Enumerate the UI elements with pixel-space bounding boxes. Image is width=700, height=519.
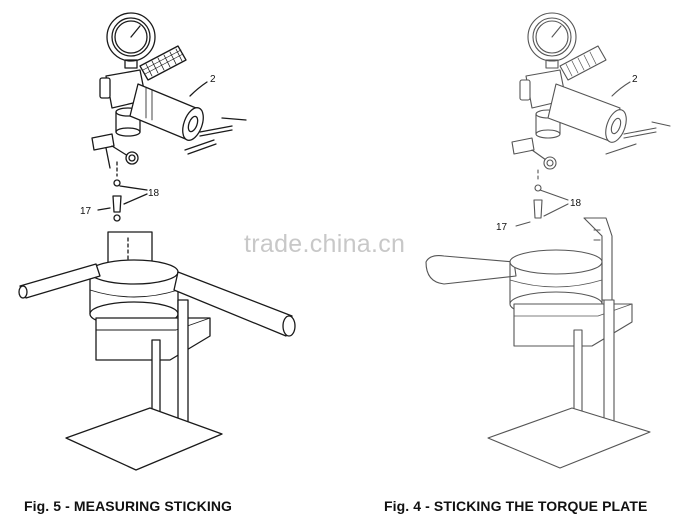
callout-leader-2-left (189, 81, 208, 97)
callout-leader-18b-right (543, 203, 569, 217)
torque-plate-right (425, 255, 517, 285)
side-valve-right (511, 137, 557, 170)
callout-18-left: 18 (148, 188, 160, 199)
knurled-handle-right (559, 45, 607, 81)
side-valve-left (91, 133, 139, 169)
callout-leader-18a-left (119, 185, 148, 191)
callout-leader-2-right (611, 81, 631, 97)
callout-2-left: 2 (210, 74, 216, 85)
base-plate-right (487, 407, 651, 469)
stand-legs-right (573, 299, 615, 425)
cylinder-left (129, 83, 204, 141)
base-plate-left (65, 407, 223, 471)
callout-2-right: 2 (632, 74, 638, 85)
callout-17-right: 17 (496, 222, 508, 233)
o-ring-lower-left (113, 214, 121, 222)
callout-leader-18a-right (539, 189, 569, 201)
t-handle-screw-left (184, 117, 247, 155)
o-ring-upper-right (534, 184, 542, 192)
nozzle-left (112, 195, 122, 213)
watermark-text: trade.china.cn (244, 230, 406, 258)
nozzle-right (533, 199, 543, 219)
lever-arm-left-a (18, 263, 101, 299)
callout-leader-17-left (97, 207, 111, 211)
t-handle-screw-right (605, 121, 671, 155)
callout-18-right: 18 (570, 198, 582, 209)
pressure-gauge-right (527, 12, 577, 69)
lever-arm-left-b (173, 271, 296, 337)
figure-caption-right: Fig. 4 - STICKING THE TORQUE PLATE (384, 498, 648, 514)
figure-caption-left: Fig. 5 - MEASURING STICKING (24, 498, 233, 514)
callout-leader-18b-left (123, 193, 148, 205)
o-ring-upper-left (113, 179, 121, 187)
cylinder-right (547, 83, 627, 143)
knurled-handle-left (139, 45, 187, 81)
pressure-gauge-left (106, 12, 156, 69)
callout-leader-17-right (515, 221, 531, 227)
callout-17-left: 17 (80, 206, 92, 217)
